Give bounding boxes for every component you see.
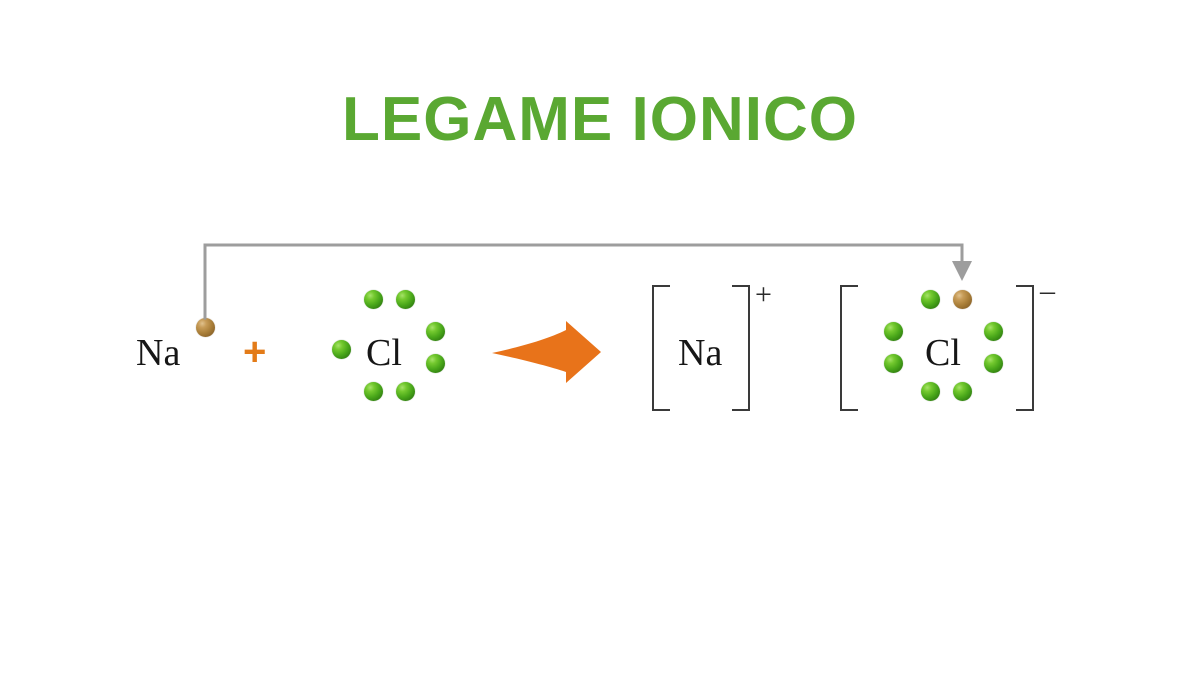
chloride-ion-electron-left-lower (884, 354, 903, 373)
chloride-ion-electron-top-right-transferred (953, 290, 972, 309)
chloride-ion-charge: – (1040, 274, 1055, 307)
chloride-ion-electron-bottom-left (921, 382, 940, 401)
chloride-ion-electron-right-lower (984, 354, 1003, 373)
chloride-ion-electron-left-upper (884, 322, 903, 341)
chlorine-electron-right-lower (426, 354, 445, 373)
chlorine-electron-bottom-left (364, 382, 383, 401)
sodium-ion-bracket-right (732, 285, 750, 411)
sodium-valence-electron (196, 318, 215, 337)
sodium-ion-charge: + (755, 278, 772, 311)
sodium-atom-symbol: Na (136, 332, 181, 374)
sodium-ion-symbol: Na (678, 332, 723, 374)
plus-sign: + (243, 330, 267, 374)
chloride-ion-electron-top-left (921, 290, 940, 309)
chlorine-electron-top-right (396, 290, 415, 309)
chlorine-atom-symbol: Cl (366, 332, 402, 374)
chloride-ion-electron-right-upper (984, 322, 1003, 341)
right-arrow-icon (492, 321, 601, 383)
chloride-ion-electron-bottom-right (953, 382, 972, 401)
chloride-ion-bracket-left (840, 285, 858, 411)
sodium-ion-bracket-left (652, 285, 670, 411)
chloride-ion-bracket-right (1016, 285, 1034, 411)
chloride-ion-symbol: Cl (925, 332, 961, 374)
chlorine-electron-bottom-right (396, 382, 415, 401)
chlorine-electron-left (332, 340, 351, 359)
chlorine-electron-top-left (364, 290, 383, 309)
chlorine-electron-right-upper (426, 322, 445, 341)
page-title: LEGAME IONICO (342, 85, 858, 154)
